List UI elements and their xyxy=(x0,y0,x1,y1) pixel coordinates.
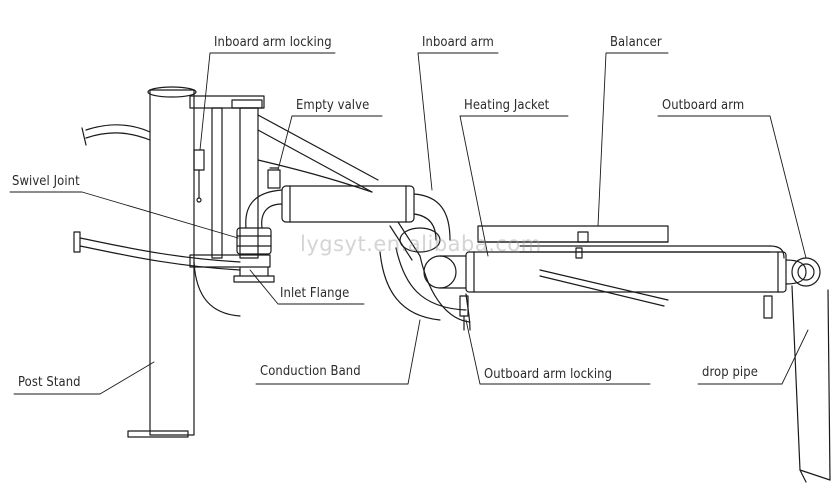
label-swivel-joint: Swivel Joint xyxy=(12,173,80,189)
post-stand xyxy=(74,87,240,437)
label-outboard-arm: Outboard arm xyxy=(662,97,745,113)
outboard-arm-locking xyxy=(460,270,668,330)
swivel-joint xyxy=(237,168,282,254)
drop-pipe xyxy=(764,286,830,482)
label-balancer: Balancer xyxy=(610,34,662,50)
inboard-arm xyxy=(282,186,450,260)
label-inlet-flange: Inlet Flange xyxy=(280,285,350,301)
label-empty-valve: Empty valve xyxy=(296,97,370,113)
leader-lines xyxy=(10,53,808,394)
label-conduction-band: Conduction Band xyxy=(260,363,361,379)
label-outboard-arm-locking: Outboard arm locking xyxy=(484,366,613,382)
watermark: lygsyt.en.alibaba.com xyxy=(300,232,542,256)
label-inboard-arm-locking: Inboard arm locking xyxy=(214,34,332,50)
upper-frame xyxy=(190,96,378,282)
label-inboard-arm: Inboard arm xyxy=(422,34,494,50)
label-heating-jacket: Heating Jacket xyxy=(464,97,550,113)
balancer xyxy=(478,226,784,258)
inboard-arm-locking xyxy=(194,150,204,202)
label-post-stand: Post Stand xyxy=(18,374,81,390)
label-drop-pipe: drop pipe xyxy=(702,364,758,380)
outboard-arm xyxy=(424,252,820,292)
